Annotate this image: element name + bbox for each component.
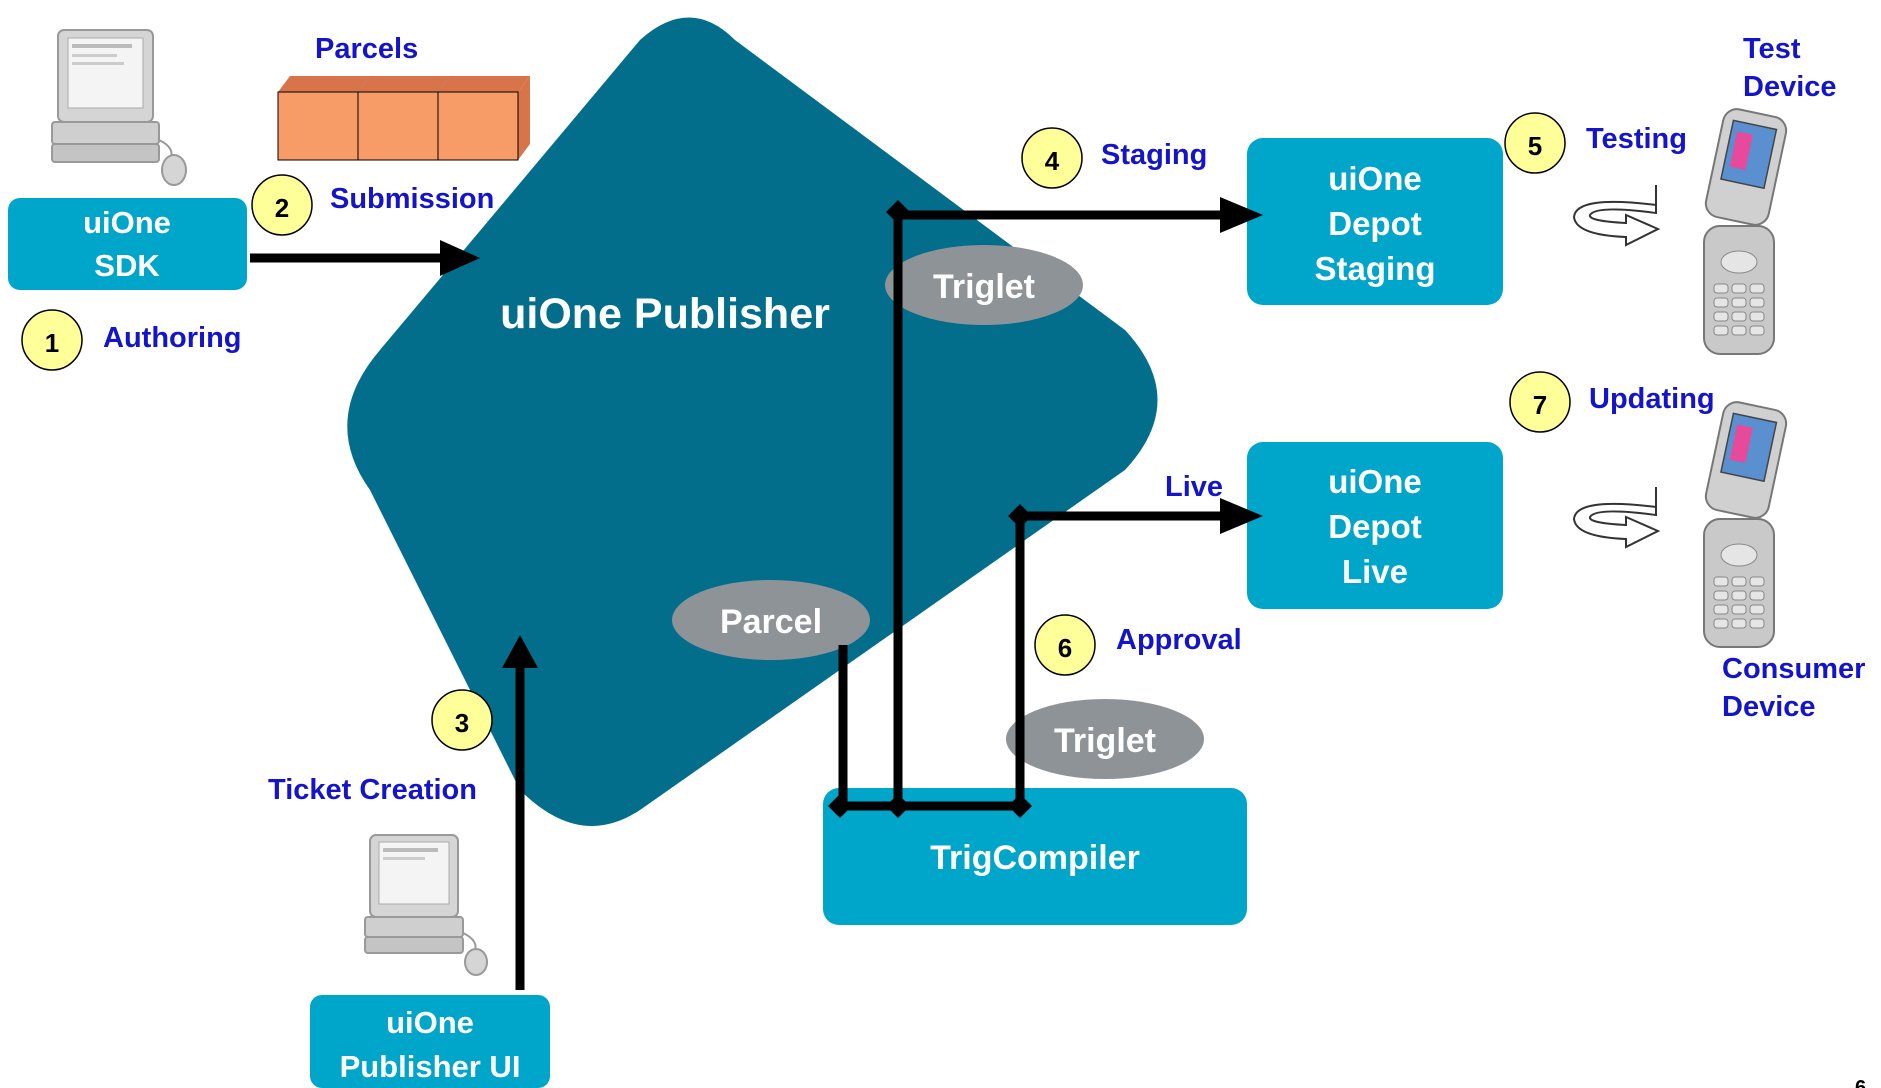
depot-staging-box: uiOne Depot Staging — [1247, 138, 1503, 305]
trigcompiler-box: TrigCompiler — [823, 788, 1247, 925]
triglet-ellipse-top: Triglet — [885, 245, 1083, 325]
label-staging: Staging — [1101, 139, 1207, 171]
publisher-title: uiOne Publisher — [500, 290, 830, 338]
depot-live-line3: Live — [1342, 553, 1408, 590]
step-badge-3: 3 — [431, 689, 493, 751]
label-authoring: Authoring — [103, 322, 242, 354]
desktop-computer-icon — [51, 29, 187, 186]
depot-live-line1: uiOne — [1328, 463, 1422, 500]
step-badge-4: 4 — [1021, 127, 1083, 189]
publisher-ui-line1: uiOne — [386, 1005, 474, 1040]
svg-text:7: 7 — [1533, 390, 1547, 420]
depot-live-box: uiOne Depot Live — [1247, 442, 1503, 609]
desktop-computer-icon — [364, 834, 488, 976]
flip-phone-icon — [1703, 401, 1788, 648]
parcel-ellipse-label: Parcel — [720, 603, 822, 641]
triglet-bottom-label: Triglet — [1054, 722, 1156, 760]
svg-text:2: 2 — [275, 193, 289, 223]
staging-arrowhead — [1220, 197, 1263, 233]
junction-node — [1008, 504, 1032, 528]
triglet-top-label: Triglet — [933, 268, 1035, 306]
label-ticket-creation: Ticket Creation — [268, 774, 477, 806]
junction-node — [1008, 794, 1032, 818]
parcel-ellipse: Parcel — [672, 580, 870, 660]
svg-text:4: 4 — [1045, 146, 1060, 176]
label-submission: Submission — [330, 183, 494, 215]
live-arrowhead — [1220, 498, 1263, 534]
depot-live-line2: Depot — [1328, 508, 1422, 545]
depot-staging-line1: uiOne — [1328, 160, 1422, 197]
parcel-to-compiler-line — [838, 645, 848, 811]
label-live: Live — [1165, 471, 1223, 503]
label-testing: Testing — [1586, 123, 1687, 155]
junction-node — [886, 200, 910, 224]
publisher-ui-box: uiOne Publisher UI — [310, 995, 550, 1088]
step-badge-2: 2 — [251, 174, 313, 236]
sdk-line1: uiOne — [83, 205, 171, 240]
parcel-box-icon — [277, 76, 530, 161]
svg-text:6: 6 — [1058, 633, 1072, 663]
depot-staging-line3: Staging — [1315, 250, 1436, 287]
label-parcels: Parcels — [315, 33, 418, 65]
step-badge-5: 5 — [1504, 112, 1566, 174]
curved-arrow-icon — [1572, 487, 1661, 549]
label-updating: Updating — [1589, 383, 1715, 415]
label-consumer-device-1: Consumer — [1722, 653, 1865, 685]
svg-text:1: 1 — [45, 328, 59, 358]
ticket-arrowhead — [502, 635, 538, 668]
label-test-device-1: Test — [1743, 33, 1801, 65]
svg-text:3: 3 — [455, 708, 469, 738]
step-badge-6: 6 — [1034, 614, 1096, 676]
trigcompiler-label: TrigCompiler — [930, 839, 1140, 877]
sdk-box: uiOne SDK — [8, 198, 247, 290]
label-test-device-2: Device — [1743, 71, 1837, 103]
step-badge-7: 7 — [1509, 371, 1571, 433]
step-badge-1: 1 — [21, 309, 83, 371]
label-consumer-device-2: Device — [1722, 691, 1816, 723]
step-badges: 1 2 3 4 5 6 7 — [21, 112, 1571, 751]
curved-arrow-icon — [1572, 185, 1661, 247]
step-labels: Parcels Submission Authoring Staging Tes… — [103, 33, 1865, 806]
page-number: 6 — [1855, 1077, 1866, 1088]
sdk-line2: SDK — [94, 248, 160, 283]
publisher-ui-line2: Publisher UI — [340, 1049, 521, 1084]
flip-phone-icon — [1703, 108, 1788, 355]
junction-node — [886, 794, 910, 818]
submission-arrowhead — [440, 240, 480, 276]
label-approval: Approval — [1116, 624, 1242, 656]
svg-text:5: 5 — [1528, 131, 1542, 161]
arrowheads — [440, 197, 1263, 818]
junction-node — [828, 794, 852, 818]
triglet-ellipse-bottom: Triglet — [1006, 699, 1204, 779]
depot-staging-line2: Depot — [1328, 205, 1422, 242]
publisher-diamond — [347, 17, 1158, 826]
